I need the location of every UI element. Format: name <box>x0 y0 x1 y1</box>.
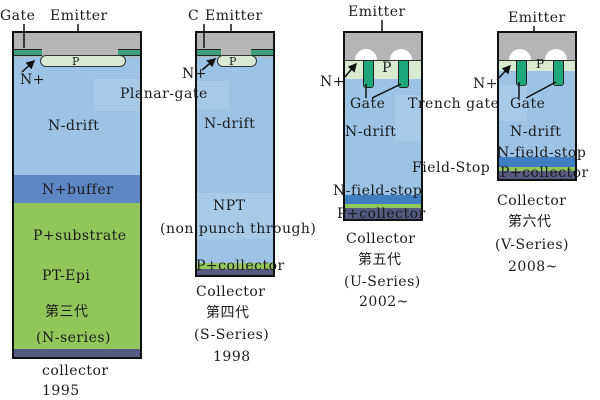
gen4-npt-label: NPT <box>213 198 246 214</box>
gen3-n-buffer <box>14 175 140 203</box>
gen3-gate-left <box>14 49 42 56</box>
gen4-c-label: C <box>188 8 200 24</box>
gen6-p-collector-label: P+collector <box>500 165 589 181</box>
gen3-year-label: 1995 <box>42 383 80 399</box>
gen3-nplus-label: N+ <box>20 72 45 88</box>
gen3-gate-right <box>118 49 140 56</box>
gen6-n-field-stop <box>499 157 575 167</box>
gen6-p-label: P <box>536 57 545 71</box>
gen6-p-collector <box>499 167 575 171</box>
gen3-pt-epi-label: PT-Epi <box>42 268 91 284</box>
gen6-trench-gate-right <box>553 60 564 86</box>
gen5-trench-gate-label: Trench gate <box>408 96 500 112</box>
gen5-p-collector <box>345 204 421 208</box>
gen3-series-label: (N-series) <box>36 330 112 346</box>
gen3-n-drift-label: N-drift <box>48 118 100 134</box>
gen3-collector-metal <box>14 349 140 357</box>
gen4-generation-label: 第四代 <box>206 305 250 321</box>
gen3-structure <box>12 31 142 359</box>
gen5-trench-gate-right <box>398 60 409 88</box>
gen4-npt-desc-label: (non punch through) <box>160 221 317 237</box>
gen3-p-substrate-label: P+substrate <box>33 228 127 244</box>
gen3-p-substrate <box>14 203 140 349</box>
gen6-collector-metal <box>499 171 575 179</box>
gen5-generation-label: 第五代 <box>358 252 402 268</box>
gen6-series-label: (V-Series) <box>495 237 569 253</box>
gen5-n-field-stop <box>345 195 421 204</box>
gen5-series-label: (U-Series) <box>344 274 421 290</box>
gen6-collector-label: Collector <box>497 193 567 209</box>
gen4-emitter-label: Emitter <box>205 8 263 24</box>
gen4-year-label: 1998 <box>213 349 251 365</box>
gen5-n-drift <box>345 79 421 213</box>
gen4-p-well <box>217 55 257 67</box>
gen3-n-buffer-label: N+buffer <box>42 182 114 198</box>
gen5-field-stop-label: Field-Stop <box>412 160 491 176</box>
gen6-year-label: 2008~ <box>508 259 558 275</box>
gen4-series-label: (S-Series) <box>194 327 270 343</box>
gen5-year-label: 2002~ <box>359 294 409 310</box>
gen5-gate-label: Gate <box>350 96 386 112</box>
gen6-n-drift-label: N-drift <box>510 124 562 140</box>
gen4-structure <box>195 31 275 277</box>
gen4-nplus-label: N+ <box>182 66 207 82</box>
gen4-n-drift-label: N-drift <box>204 116 256 132</box>
gen5-p-collector-label: P+collector <box>337 206 426 222</box>
gen6-n-field-stop-label: N-field-stop <box>497 145 587 161</box>
gen5-n-drift-label: N-drift <box>345 124 397 140</box>
gen4-p-label: P <box>229 55 237 68</box>
gen5-emitter-label: Emitter <box>348 4 406 20</box>
gen4-planar-gate-label: Planar-gate <box>120 86 208 102</box>
gen4-p-collector-label: P+collector <box>196 258 285 274</box>
gen3-n-drift <box>14 57 140 175</box>
gen3-emitter-label: Emitter <box>50 8 108 24</box>
gen4-collector-metal <box>197 269 273 275</box>
gen5-collector-label: Collector <box>346 231 416 247</box>
gen5-trench-gate-left <box>363 60 374 88</box>
gen6-trench-gate-left <box>516 60 527 86</box>
gen4-collector-label: Collector <box>196 284 266 300</box>
gen4-gate-right <box>251 49 273 56</box>
gen5-nplus-label: N+ <box>320 74 345 90</box>
gen3-collector-label: collector <box>42 363 109 379</box>
gen3-p-label: P <box>72 55 80 68</box>
gen6-generation-label: 第六代 <box>508 214 552 230</box>
gen5-p-label: P <box>382 60 392 76</box>
gen5-n-field-stop-label: N-field-stop <box>333 183 423 199</box>
gen3-gate-label: Gate <box>0 8 36 24</box>
gen6-emitter-label: Emitter <box>508 10 566 26</box>
gen3-generation-label: 第三代 <box>45 304 89 320</box>
gen5-collector-metal <box>345 208 421 219</box>
gen5-structure <box>343 31 423 221</box>
gen4-gate-left <box>197 49 221 56</box>
gen3-p-well <box>40 55 126 67</box>
gen4-p-collector <box>197 263 273 269</box>
gen6-nplus-label: N+ <box>473 76 498 92</box>
gen6-gate-label: Gate <box>510 96 546 112</box>
gen4-n-drift <box>197 57 273 263</box>
